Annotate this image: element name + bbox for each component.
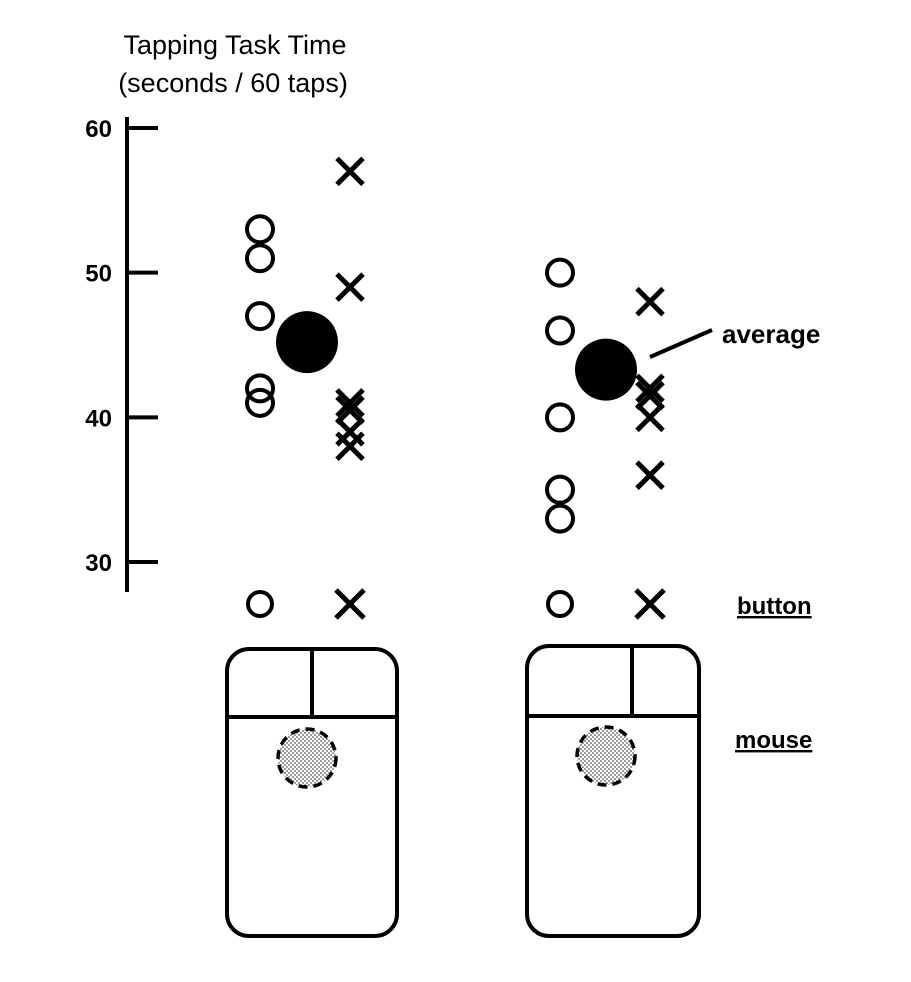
mouse-key-label: mouse: [735, 727, 812, 754]
chart-title-line2: (seconds / 60 taps): [118, 68, 348, 98]
key-cross-symbol: [634, 588, 666, 620]
stipple-touch-area: [575, 725, 637, 787]
cross-point: [635, 402, 665, 433]
circle-point: [545, 503, 575, 534]
mouse-diagram-right: [525, 644, 701, 938]
cross-point: [635, 373, 665, 404]
chart-title-line1: Tapping Task Time: [123, 30, 346, 60]
cross-point: [335, 417, 365, 447]
average-point: [575, 338, 637, 401]
cross-point: [335, 272, 365, 302]
cross-point: [635, 380, 665, 411]
average-point: [276, 311, 338, 374]
circle-point: [245, 373, 275, 404]
circle-point: [545, 474, 575, 505]
y-tick-label: 60: [85, 116, 112, 143]
average-annotation: average: [722, 319, 820, 349]
stipple-touch-area: [276, 727, 338, 789]
cross-point: [635, 460, 665, 490]
y-tick-label: 50: [85, 261, 112, 288]
cross-point: [335, 388, 365, 418]
circle-point: [245, 301, 275, 332]
button-key-label: button: [737, 593, 812, 620]
average-pointer-line: [649, 328, 713, 359]
y-tick-label: 40: [85, 405, 112, 432]
circle-point: [245, 214, 275, 245]
cross-point: [635, 286, 665, 317]
circle-point: [245, 243, 275, 274]
cross-point: [335, 431, 365, 462]
circle-point: [245, 387, 275, 418]
key-cross-symbol: [334, 588, 366, 620]
cross-point: [335, 395, 365, 425]
data-marks: [245, 156, 665, 534]
mouse-diagram-left: [225, 647, 399, 938]
circle-point: [545, 257, 575, 288]
circle-point: [545, 315, 575, 346]
y-tick-label: 30: [85, 550, 112, 577]
circle-point: [545, 402, 575, 433]
key-circle-symbol: [246, 590, 274, 618]
key-circle-symbol: [546, 590, 574, 618]
cross-point: [335, 156, 365, 187]
y-axis-ticks: 60 50 40 30: [85, 116, 158, 577]
